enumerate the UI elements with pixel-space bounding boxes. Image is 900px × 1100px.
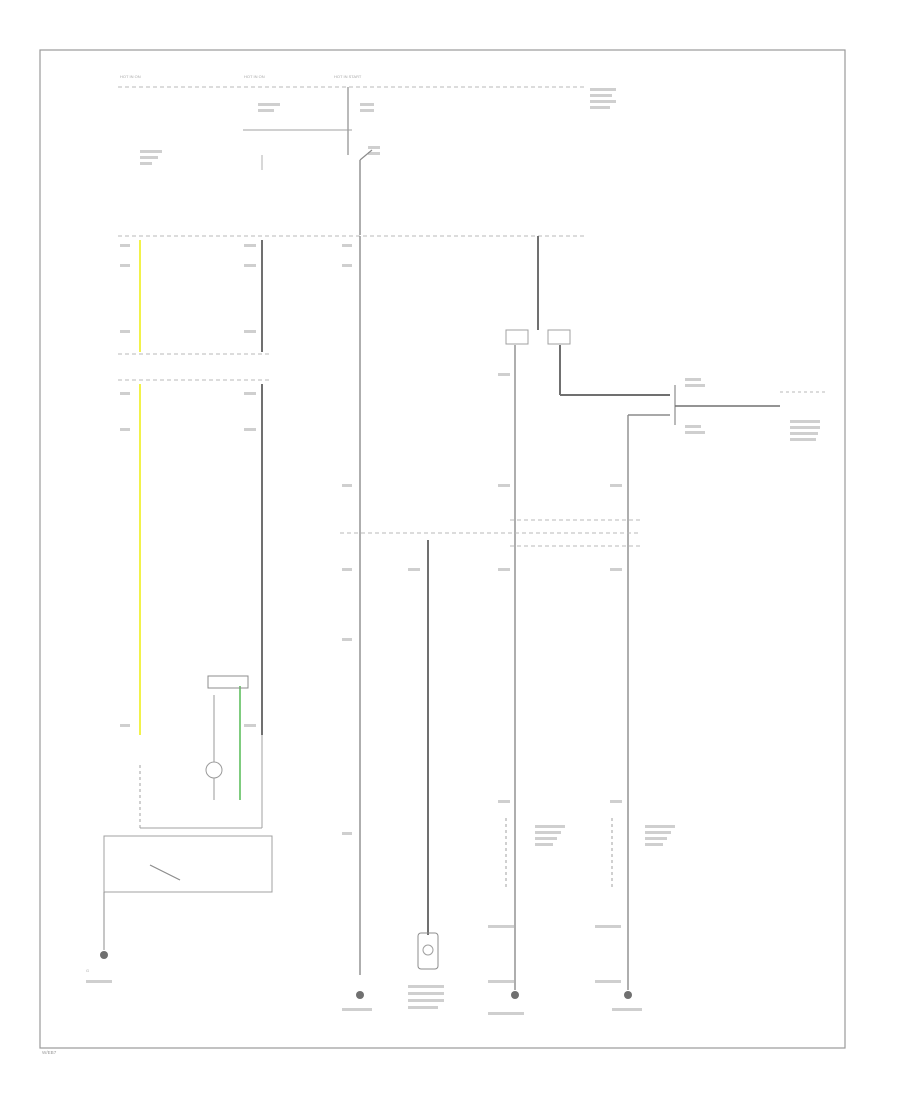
wire-code-labels [120, 244, 622, 983]
fuse-labels [140, 88, 616, 165]
source-label-3: HOT IN START [334, 74, 362, 79]
bulb-socket [417, 932, 439, 970]
relay-connector-left [505, 329, 529, 345]
switch-lever [149, 864, 181, 881]
bulb-label [408, 985, 444, 988]
ign-switch [359, 149, 373, 161]
ground-right-2 [624, 991, 632, 999]
bulb-label-4 [408, 1006, 438, 1009]
bulb-icon [422, 944, 434, 956]
ground-text-center [342, 1008, 372, 1011]
source-label-2: HOT IN ON [244, 74, 265, 79]
door-switch-left [505, 818, 565, 890]
indicator-lamp-icon [205, 761, 223, 779]
ecu-labels [685, 378, 820, 441]
ground-label-left: G [86, 968, 89, 973]
ground-text-right2 [612, 1008, 642, 1011]
ground-right-1 [511, 991, 519, 999]
ground-text-left [86, 980, 112, 983]
ground-center [356, 991, 364, 999]
door-switch-right [611, 818, 675, 890]
page-id: W/EB7 [42, 1050, 57, 1055]
bulb-label-3 [408, 999, 444, 1002]
source-label-1: HOT IN ON [120, 74, 141, 79]
switch-box [103, 835, 273, 893]
relay-connector-right [547, 329, 571, 345]
bulb-label-2 [408, 992, 444, 995]
diagram-frame [39, 49, 846, 1049]
ground-text-right1 [488, 1012, 524, 1015]
lamp-connector [207, 675, 249, 689]
ground-left [100, 892, 108, 959]
